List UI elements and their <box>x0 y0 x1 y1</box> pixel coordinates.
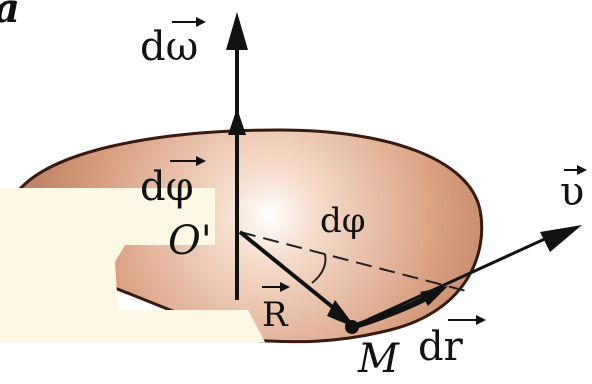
label-domega: dω <box>140 24 198 70</box>
overlay-panel <box>0 188 265 342</box>
phi-arrowhead <box>228 108 246 135</box>
label-center: O' <box>168 218 212 264</box>
label-dr: dr <box>418 324 464 370</box>
omega-arrowhead <box>226 12 248 50</box>
dashed-reference-line <box>239 231 471 293</box>
angle-arc <box>311 253 327 284</box>
label-dphi-vector: dφ <box>140 164 194 210</box>
label-velocity: υ <box>560 169 584 215</box>
label-point-m: M <box>357 336 400 382</box>
label-dphi-angle: dφ <box>320 201 366 241</box>
velocity-vector <box>351 230 561 329</box>
velocity-arrowhead <box>540 225 582 252</box>
point-m-dot <box>345 320 359 334</box>
dr-arrowhead <box>420 286 448 306</box>
fragment-letter: a <box>0 0 20 32</box>
label-radius: R <box>262 295 289 335</box>
radius-vector <box>238 230 348 320</box>
